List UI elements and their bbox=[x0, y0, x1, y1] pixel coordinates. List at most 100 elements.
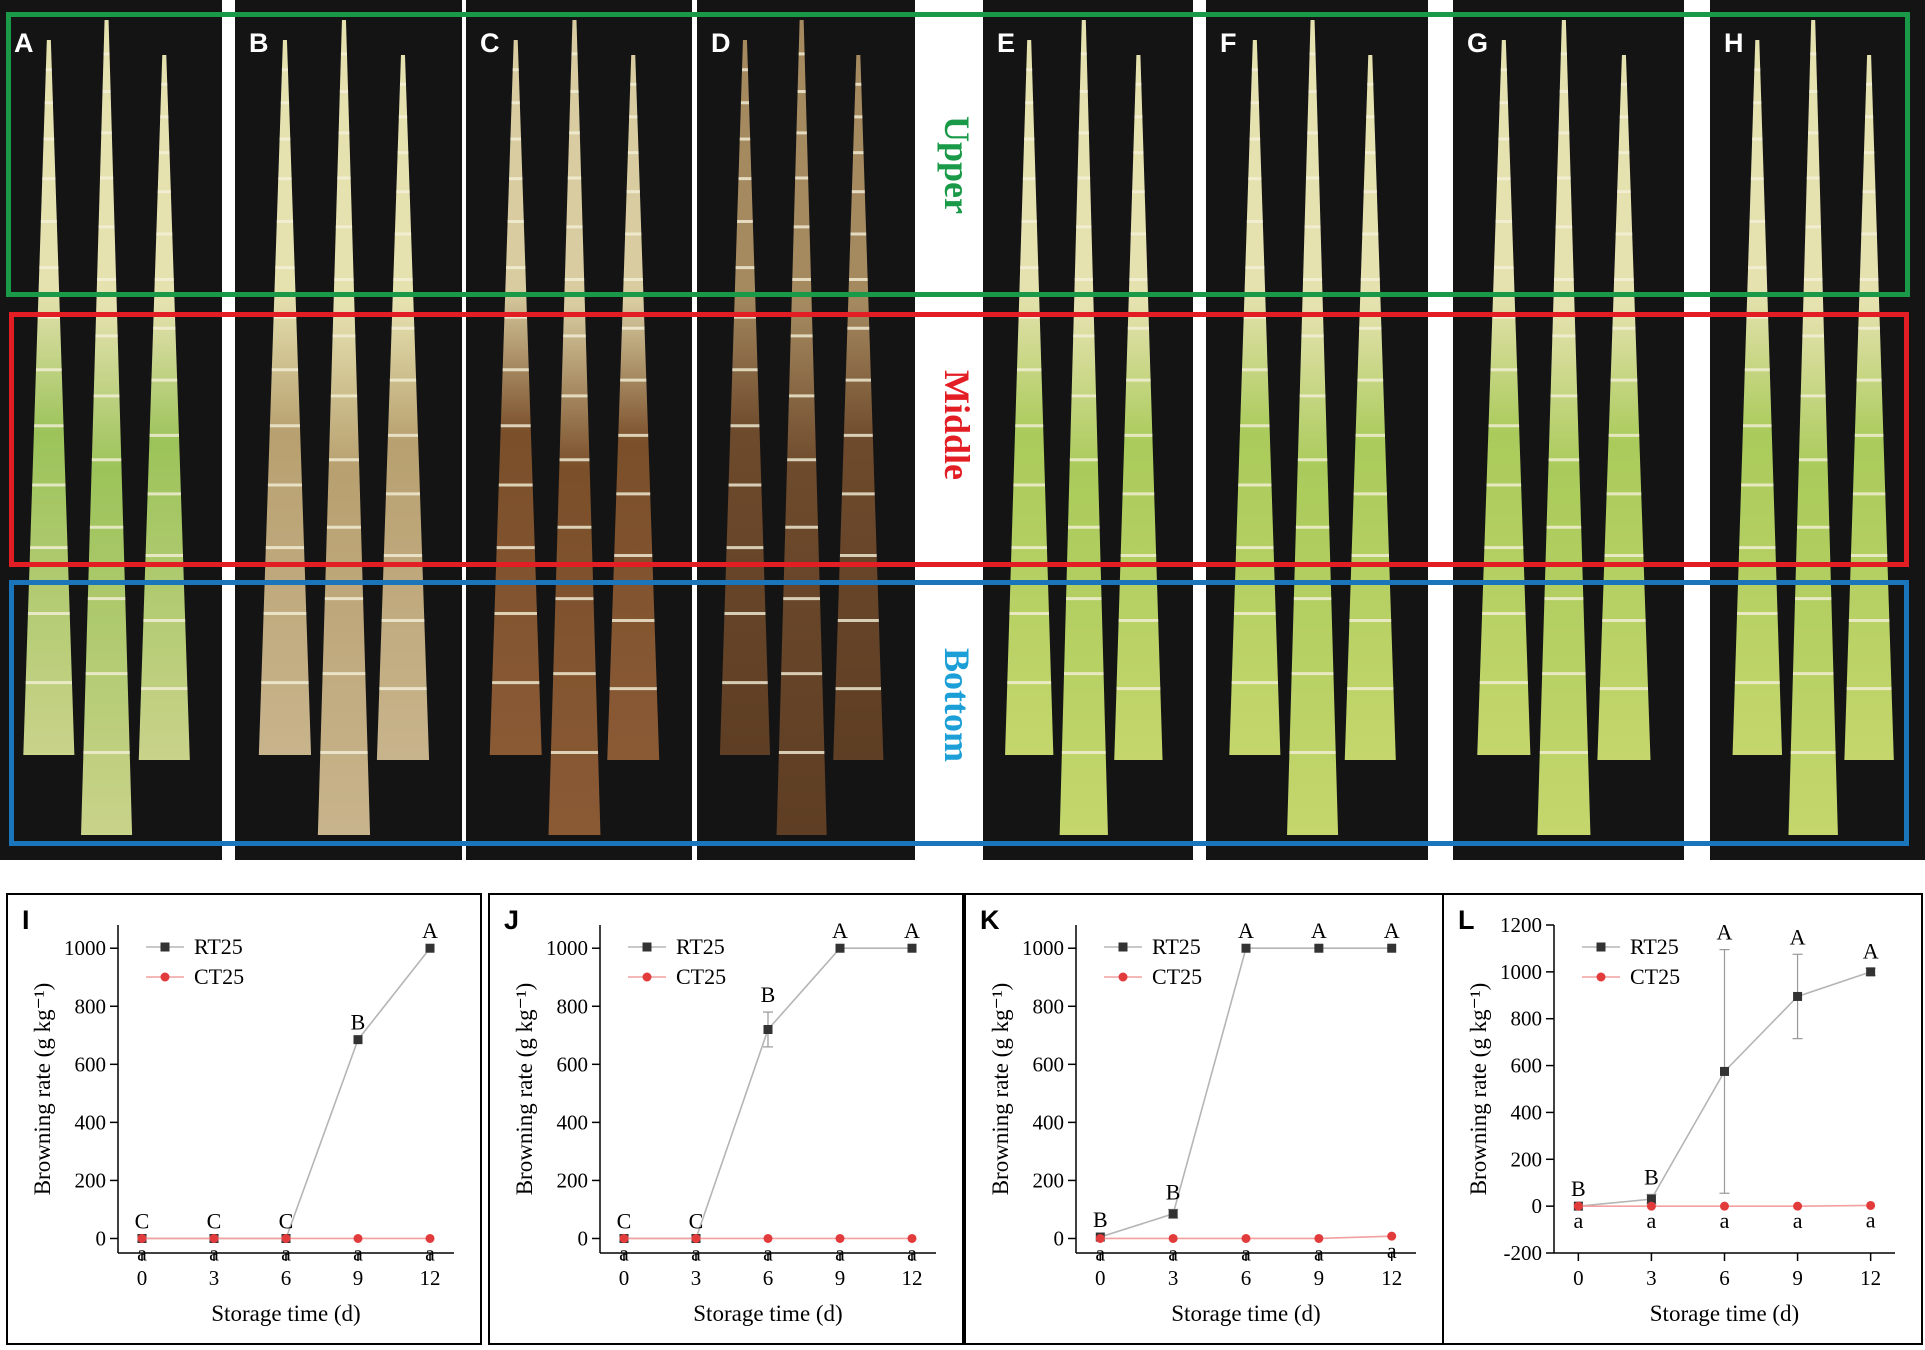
x-tick-label: 12 bbox=[1860, 1266, 1881, 1290]
photo-panel-f: F bbox=[1206, 0, 1428, 860]
significance-letter-ct25: a bbox=[1866, 1207, 1876, 1232]
x-tick-label: 0 bbox=[1095, 1266, 1106, 1290]
data-point-ct25 bbox=[425, 1233, 435, 1243]
x-tick-label: 9 bbox=[353, 1266, 364, 1290]
significance-letter-ct25: a bbox=[1387, 1238, 1397, 1263]
panel-letter: A bbox=[14, 28, 34, 58]
y-tick-label: 1000 bbox=[1022, 936, 1064, 960]
bamboo-shoots-image bbox=[0, 0, 222, 860]
panel-letter: E bbox=[997, 28, 1016, 58]
y-tick-label: 0 bbox=[1532, 1194, 1543, 1218]
legend-label: RT25 bbox=[194, 934, 243, 959]
x-tick-label: 12 bbox=[902, 1266, 923, 1290]
x-tick-label: 9 bbox=[1314, 1266, 1325, 1290]
photo-panel-c: C bbox=[466, 0, 692, 860]
significance-letter-rt25: A bbox=[832, 918, 848, 943]
significance-letter-rt25: A bbox=[1311, 918, 1327, 943]
data-point-rt25 bbox=[1387, 943, 1397, 953]
legend-marker bbox=[160, 972, 170, 982]
photo-panel-e: E bbox=[983, 0, 1193, 860]
data-point-ct25 bbox=[209, 1233, 219, 1243]
y-tick-label: 0 bbox=[96, 1226, 107, 1250]
data-point-ct25 bbox=[1095, 1233, 1105, 1243]
upper-label: Upper bbox=[937, 116, 977, 214]
bottom-label: Bottom bbox=[937, 648, 977, 762]
data-point-ct25 bbox=[1720, 1201, 1729, 1211]
x-axis-label: Storage time (d) bbox=[1171, 1301, 1320, 1326]
significance-letter-ct25: a bbox=[1720, 1208, 1730, 1233]
x-tick-label: 0 bbox=[619, 1266, 630, 1290]
data-point-ct25 bbox=[907, 1233, 917, 1243]
y-tick-label: 600 bbox=[557, 1052, 589, 1076]
data-point-rt25 bbox=[907, 943, 917, 953]
legend-label: CT25 bbox=[1630, 964, 1680, 989]
panel-letter: B bbox=[249, 28, 269, 58]
photo-panel-h: H bbox=[1710, 0, 1925, 860]
bamboo-shoots-image bbox=[697, 0, 915, 860]
photo-panel-d: D bbox=[697, 0, 915, 860]
data-point-ct25 bbox=[353, 1233, 363, 1243]
data-point-rt25 bbox=[1241, 943, 1251, 953]
data-point-ct25 bbox=[1387, 1231, 1397, 1241]
legend-label: RT25 bbox=[1630, 934, 1679, 959]
y-axis-label: Browning rate (g kg⁻¹) bbox=[30, 983, 55, 1196]
significance-letter-rt25: A bbox=[1384, 918, 1400, 943]
y-tick-label: 1200 bbox=[1500, 913, 1542, 937]
significance-letter-rt25: C bbox=[689, 1208, 704, 1233]
significance-letter-rt25: A bbox=[422, 918, 438, 943]
significance-letter-ct25: a bbox=[1095, 1240, 1105, 1265]
data-point-rt25 bbox=[1168, 1209, 1178, 1219]
significance-letter-rt25: B bbox=[1571, 1176, 1586, 1201]
bamboo-shoots-image bbox=[1710, 0, 1925, 860]
significance-letter-ct25: a bbox=[1573, 1208, 1583, 1233]
data-point-ct25 bbox=[835, 1233, 845, 1243]
data-point-ct25 bbox=[1241, 1233, 1251, 1243]
x-axis-label: Storage time (d) bbox=[211, 1301, 360, 1326]
legend-marker bbox=[1596, 972, 1606, 982]
data-point-ct25 bbox=[1793, 1201, 1803, 1211]
data-point-rt25 bbox=[1866, 967, 1876, 977]
significance-letter-ct25: a bbox=[137, 1240, 147, 1265]
data-point-ct25 bbox=[1314, 1233, 1324, 1243]
y-tick-label: 200 bbox=[557, 1168, 589, 1192]
y-tick-label: 800 bbox=[1511, 1007, 1543, 1031]
y-axis-label: Browning rate (g kg⁻¹) bbox=[988, 983, 1013, 1196]
significance-letter-rt25: B bbox=[1166, 1179, 1181, 1204]
significance-letter-rt25: A bbox=[1863, 938, 1879, 963]
significance-letter-ct25: a bbox=[425, 1240, 435, 1265]
y-tick-label: 1000 bbox=[64, 936, 106, 960]
x-tick-label: 6 bbox=[281, 1266, 292, 1290]
bamboo-shoots-image bbox=[1206, 0, 1428, 860]
chart-panel-letter: K bbox=[980, 905, 1000, 935]
data-point-ct25 bbox=[1168, 1233, 1178, 1243]
x-tick-label: 6 bbox=[763, 1266, 774, 1290]
data-point-ct25 bbox=[281, 1233, 291, 1243]
bamboo-shoots-image bbox=[235, 0, 462, 860]
series-line-rt25 bbox=[1100, 947, 1392, 1238]
chart-panel-letter: L bbox=[1458, 905, 1475, 935]
legend-label: RT25 bbox=[676, 934, 725, 959]
data-point-ct25 bbox=[691, 1233, 701, 1243]
x-axis-label: Storage time (d) bbox=[693, 1301, 842, 1326]
photo-panel-b: B bbox=[235, 0, 462, 860]
legend-label: CT25 bbox=[1152, 964, 1202, 989]
bamboo-shoots-image bbox=[983, 0, 1193, 860]
y-tick-label: 400 bbox=[557, 1110, 589, 1134]
x-tick-label: 6 bbox=[1241, 1266, 1252, 1290]
legend-marker bbox=[1118, 942, 1128, 952]
y-tick-label: 400 bbox=[1511, 1100, 1543, 1124]
y-tick-label: 600 bbox=[1511, 1054, 1543, 1078]
legend-label: CT25 bbox=[676, 964, 726, 989]
chart-panel-letter: I bbox=[22, 905, 30, 935]
bamboo-shoots-image bbox=[466, 0, 692, 860]
data-point-rt25 bbox=[1646, 1194, 1656, 1204]
y-tick-label: 400 bbox=[75, 1110, 107, 1134]
data-point-rt25 bbox=[1720, 1066, 1729, 1076]
y-tick-label: 200 bbox=[75, 1168, 107, 1192]
